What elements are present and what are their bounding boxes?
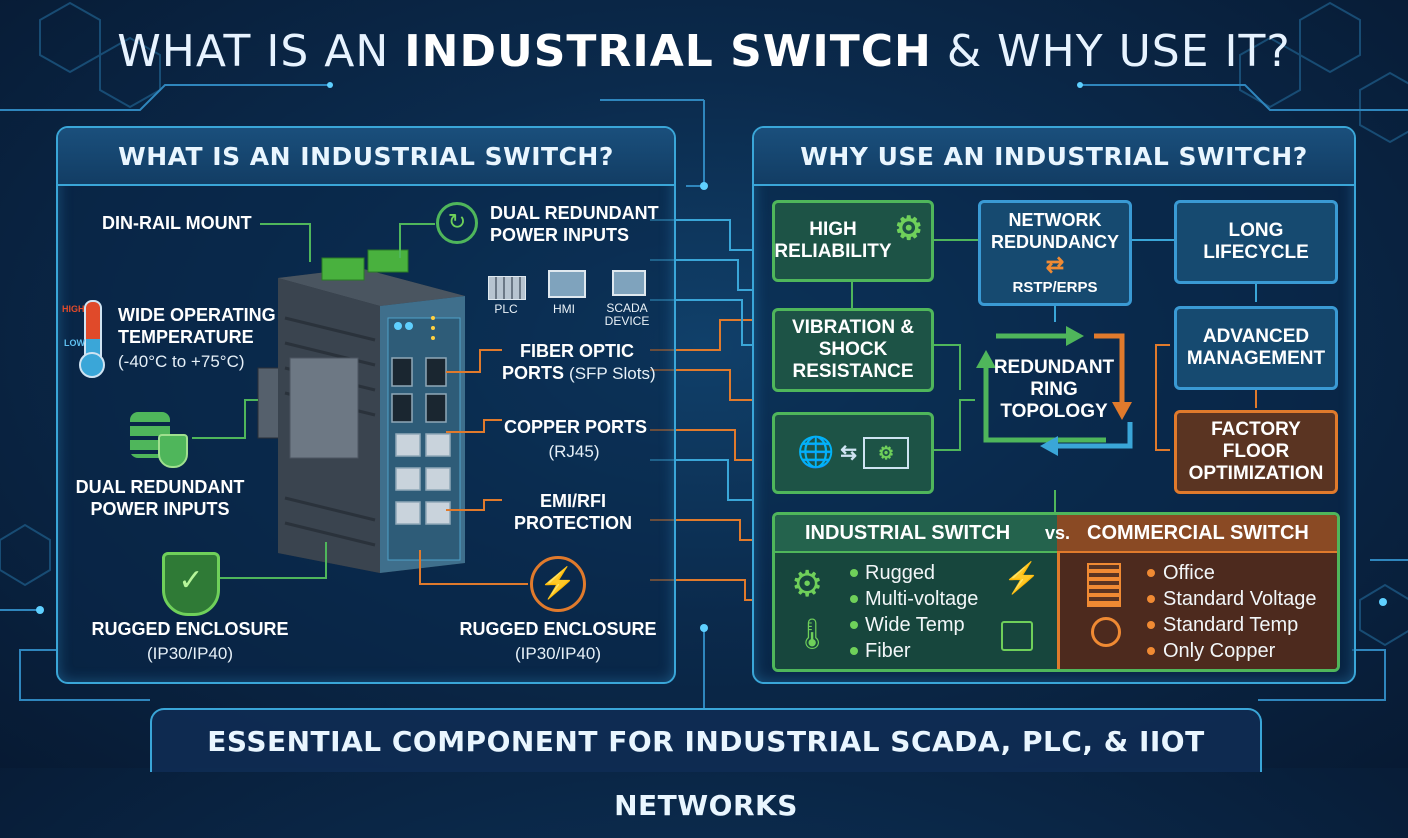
dual-power-left-label: DUAL REDUNDANT POWER INPUTS: [75, 477, 245, 519]
ring-arrows: [976, 326, 1133, 456]
bullet: [1147, 621, 1155, 629]
office-building-icon: [1087, 563, 1121, 607]
lightning-icon: ⚡: [530, 556, 586, 612]
background-circuit-graphic: [0, 1, 1408, 708]
vibration-label: VIBRATION & SHOCK RESISTANCE: [791, 317, 915, 382]
monitor-gear-icon: ⚙: [863, 437, 910, 469]
temp-high-label: HIGH: [62, 304, 85, 314]
long-lifecycle-label: LONG LIFECYCLE: [1203, 220, 1309, 263]
network-monitoring-box: 🌐 ⇆ ⚙: [772, 412, 934, 494]
industrial-switch-illustration: [257, 249, 465, 573]
rugged-right-label: RUGGED ENCLOSURE: [459, 619, 657, 639]
rugged-left-label: RUGGED ENCLOSURE: [91, 619, 289, 639]
bullet: [1147, 595, 1155, 603]
transfer-arrows-icon: ⇆: [840, 442, 858, 464]
thermometer-bulb: [79, 352, 105, 378]
advanced-management-box: ADVANCED MANAGEMENT: [1174, 306, 1338, 390]
device-label-plc: PLC: [494, 302, 518, 316]
industrial-item: Wide Temp: [865, 614, 965, 636]
din-rail-label: DIN-RAIL MOUNT: [102, 213, 252, 233]
industrial-item: Multi-voltage: [865, 588, 979, 610]
network-redundancy-box: NETWORK REDUNDANCY ⇄ RSTP/ERPS: [978, 200, 1132, 306]
right-panel-heading: WHY USE AN INDUSTRIAL SWITCH?: [754, 128, 1354, 186]
sync-arrows-icon: ⇄: [1045, 252, 1065, 277]
commercial-item: Office: [1163, 562, 1215, 584]
gear-wrench-icon: ⚙: [894, 210, 923, 246]
bullet: [850, 647, 858, 655]
comparison-table: INDUSTRIAL SWITCH vs. COMMERCIAL SWITCH …: [772, 512, 1340, 672]
right-panel-connectors: [851, 239, 1257, 512]
dual-power-top-label: DUAL REDUNDANT POWER INPUTS: [490, 203, 659, 245]
device-label-hmi: HMI: [553, 302, 575, 316]
scada-icon: [612, 270, 646, 296]
power-cycle-icon: ↻: [436, 202, 478, 244]
copper-sub: (RJ45): [548, 442, 600, 461]
copper-label: COPPER PORTS: [504, 417, 648, 437]
bullet: [850, 595, 858, 603]
left-panel-heading: WHAT IS AN INDUSTRIAL SWITCH?: [58, 128, 674, 186]
industrial-item: Rugged: [865, 562, 936, 584]
fiber-sub: (SFP Slots): [569, 364, 656, 383]
advanced-management-label: ADVANCED MANAGEMENT: [1186, 326, 1326, 369]
rugged-right-connector: [419, 550, 528, 585]
comparison-left-header: [775, 515, 1057, 553]
high-reliability-box: HIGH RELIABILITY ⚙: [772, 200, 934, 282]
copper-cable-icon: [1091, 617, 1121, 647]
vibration-box: VIBRATION & SHOCK RESISTANCE: [772, 308, 934, 392]
plc-icon: [488, 276, 526, 300]
rugged-right-sub: (IP30/IP40): [515, 644, 601, 663]
bullet: [1147, 569, 1155, 577]
rstp-label: RSTP/ERPS: [1012, 279, 1098, 296]
shield-small-icon: [158, 434, 188, 468]
long-lifecycle-box: LONG LIFECYCLE: [1174, 200, 1338, 284]
globe-icon: 🌐: [796, 436, 835, 469]
emi-label: EMI/RFI PROTECTION: [513, 491, 632, 533]
fiber-label: FIBER OPTIC: [520, 341, 635, 361]
gear-icon: ⚙: [791, 563, 824, 604]
commercial-item: Only Copper: [1163, 640, 1276, 662]
bullet: [850, 569, 858, 577]
device-row: PLC HMI SCADA DEVICE: [486, 270, 662, 340]
factory-floor-label: FACTORY FLOOR OPTIMIZATION: [1188, 419, 1324, 484]
network-redundancy-label: NETWORK REDUNDANCY: [990, 210, 1119, 252]
factory-floor-box: FACTORY FLOOR OPTIMIZATION: [1174, 410, 1338, 494]
ring-topology-label: REDUNDANT RING TOPOLOGY: [993, 357, 1115, 422]
rugged-left-connector: [220, 542, 327, 579]
dual-power-connector: [192, 399, 258, 439]
fiber-module-icon: [1001, 621, 1033, 651]
page-title: WHAT IS AN INDUSTRIAL SWITCH & WHY USE I…: [117, 26, 1291, 77]
footer-banner: ESSENTIAL COMPONENT FOR INDUSTRIAL SCADA…: [150, 708, 1262, 822]
bullet: [1147, 647, 1155, 655]
temp-label: WIDE OPERATING TEMPERATURE: [118, 305, 276, 347]
thermometer-sun-icon: 🌡: [793, 618, 832, 651]
rugged-left-sub: (IP30/IP40): [147, 644, 233, 663]
temp-low-label: LOW: [64, 338, 85, 348]
bolt-icon: ⚡: [1003, 562, 1041, 595]
industrial-item: Fiber: [865, 640, 911, 662]
power-connector: [399, 223, 435, 258]
commercial-item: Standard Voltage: [1163, 588, 1317, 610]
industrial-switch-title: INDUSTRIAL SWITCH: [805, 522, 1011, 544]
commercial-item: Standard Temp: [1163, 614, 1299, 636]
device-label-scada: SCADA DEVICE: [604, 301, 650, 328]
hmi-icon: [548, 270, 586, 298]
din-rail-connector: [260, 223, 311, 262]
comparison-right-header: [1057, 515, 1337, 553]
high-reliability-label: HIGH RELIABILITY: [774, 219, 892, 262]
commercial-switch-title: COMMERCIAL SWITCH: [1087, 522, 1309, 544]
fiber-ports-bold: PORTS: [502, 363, 565, 383]
vs-label: vs.: [1045, 523, 1071, 543]
temp-range: (-40°C to +75°C): [118, 352, 245, 371]
port-connectors: [446, 349, 502, 511]
shield-check-icon: ✓: [162, 552, 220, 616]
bullet: [850, 621, 858, 629]
